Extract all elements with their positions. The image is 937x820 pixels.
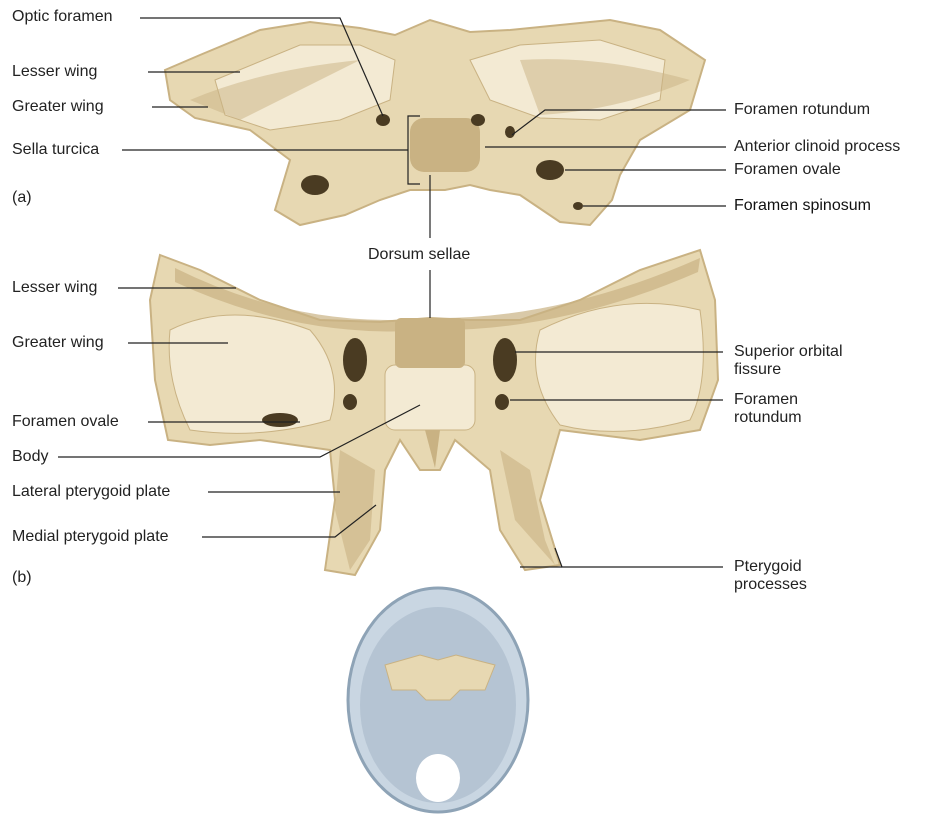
sphenoid-body-b	[385, 365, 475, 430]
superior-orbital-fissure-left	[343, 338, 367, 382]
foramen-ovale-a-left	[301, 175, 329, 195]
label-lesser-wing-a: Lesser wing	[12, 63, 97, 81]
sphenoid-superior-view	[165, 20, 705, 225]
label-foramen-rotundum-a: Foramen rotundum	[734, 101, 870, 119]
label-foramen-ovale-b: Foramen ovale	[12, 413, 119, 431]
optic-foramen-right	[471, 114, 485, 126]
foramen-ovale-b-left	[262, 413, 298, 427]
label-superior-orbital-fissure: Superior orbital fissure	[734, 343, 843, 379]
sella-turcica-fossa	[410, 118, 480, 172]
greater-wing-b-left	[169, 315, 334, 433]
foramen-rotundum-b-right	[495, 394, 509, 410]
foramen-rotundum-a	[505, 126, 515, 138]
foramen-rotundum-b-left	[343, 394, 357, 410]
foramen-spinosum-a	[573, 202, 583, 210]
dorsum-sellae-b	[395, 318, 465, 368]
greater-wing-b-right	[536, 303, 704, 431]
label-sella-turcica: Sella turcica	[12, 141, 99, 159]
label-body: Body	[12, 448, 48, 466]
label-lateral-pterygoid-plate: Lateral pterygoid plate	[12, 483, 170, 501]
sphenoid-posterior-view	[150, 250, 718, 575]
foramen-magnum	[416, 754, 460, 802]
label-foramen-ovale-a: Foramen ovale	[734, 161, 841, 179]
label-foramen-spinosum: Foramen spinosum	[734, 197, 871, 215]
panel-label-b: (b)	[12, 569, 32, 587]
superior-orbital-fissure-right	[493, 338, 517, 382]
label-medial-pterygoid-plate: Medial pterygoid plate	[12, 528, 169, 546]
label-greater-wing-a: Greater wing	[12, 98, 104, 116]
label-greater-wing-b: Greater wing	[12, 334, 104, 352]
label-lesser-wing-b: Lesser wing	[12, 279, 97, 297]
label-pterygoid-processes: Pterygoid processes	[734, 558, 807, 594]
label-optic-foramen: Optic foramen	[12, 8, 112, 26]
panel-label-a: (a)	[12, 189, 32, 207]
leader-pterygoid-processes	[555, 548, 723, 567]
label-anterior-clinoid-process: Anterior clinoid process	[734, 138, 900, 156]
skull-base-thumbnail	[348, 588, 528, 812]
label-foramen-rotundum-b: Foramen rotundum	[734, 391, 802, 427]
label-dorsum-sellae: Dorsum sellae	[368, 246, 470, 264]
foramen-ovale-a-right	[536, 160, 564, 180]
